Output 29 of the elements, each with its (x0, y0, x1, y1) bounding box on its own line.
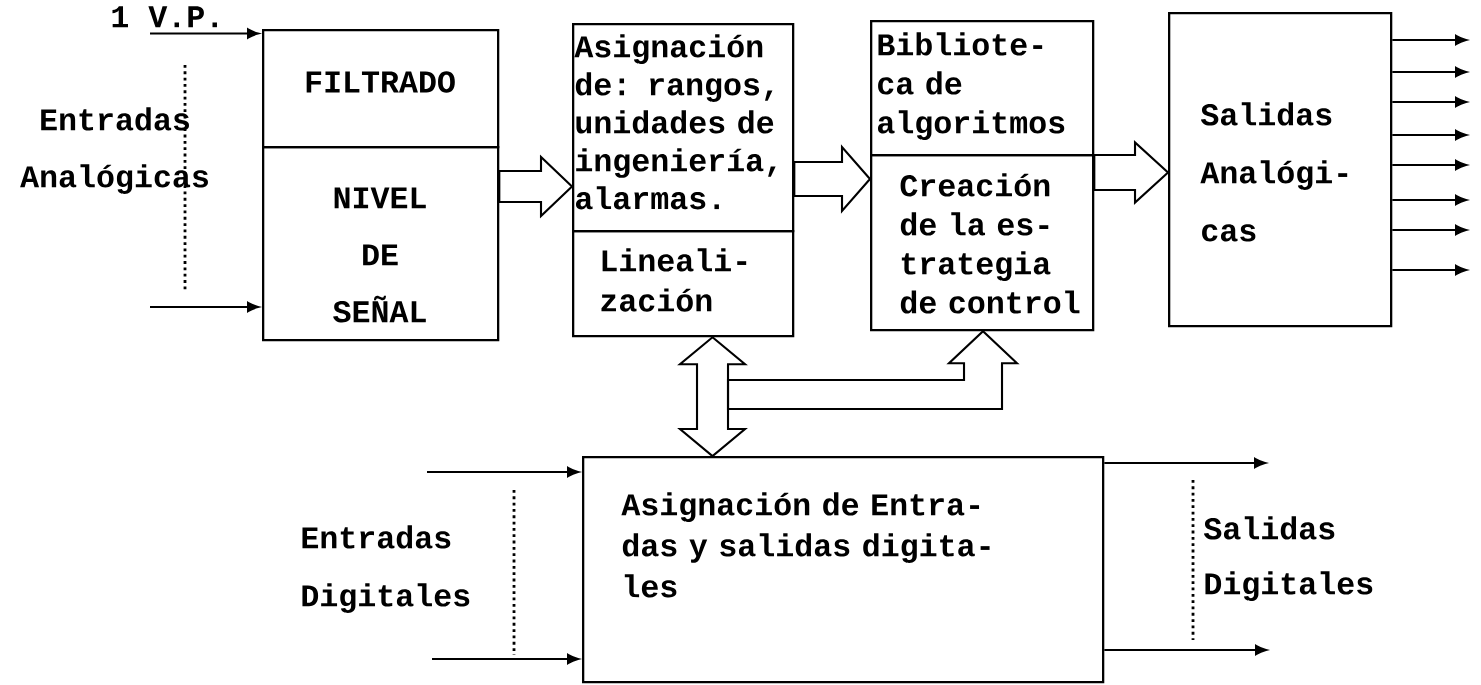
block-arrow (726, 329, 1020, 411)
process-box: Bibliote- ca de algoritmos (870, 20, 1095, 157)
process-box: NIVEL DE SEÑAL (262, 146, 500, 342)
signal-label: Salidas Digitales (1203, 516, 1373, 601)
signal-label: Entradas Analógicas (20, 107, 208, 194)
arrow (1104, 457, 1266, 469)
arrow (1392, 194, 1467, 206)
arrow (1392, 159, 1467, 171)
process-box: Asignación de: rangos, unidades de ingeniería, alarmas. (572, 23, 795, 233)
process-box: Lineali- zación (572, 230, 795, 338)
signal-label: 1 V.P. (112, 6, 217, 28)
arrow (150, 301, 259, 313)
arrow (1392, 264, 1467, 276)
block-arrow (498, 154, 574, 219)
process-box: Salidas Analógi- cas (1168, 12, 1393, 328)
arrow (427, 466, 579, 478)
arrow (1392, 129, 1467, 141)
arrow (432, 653, 579, 665)
arrow (1104, 644, 1267, 656)
arrow (1392, 96, 1467, 108)
process-box: Creación de la es- trategia de control (870, 154, 1095, 332)
process-box: Asignación de Entra- das y salidas digita- les (582, 456, 1105, 684)
block-arrow (793, 144, 872, 214)
arrow (1392, 224, 1467, 236)
signal-label: Entradas Digitales (302, 525, 470, 613)
block-arrow (1093, 140, 1170, 205)
arrow (1392, 66, 1467, 78)
arrow (1392, 34, 1467, 46)
process-box: FILTRADO (262, 29, 500, 149)
